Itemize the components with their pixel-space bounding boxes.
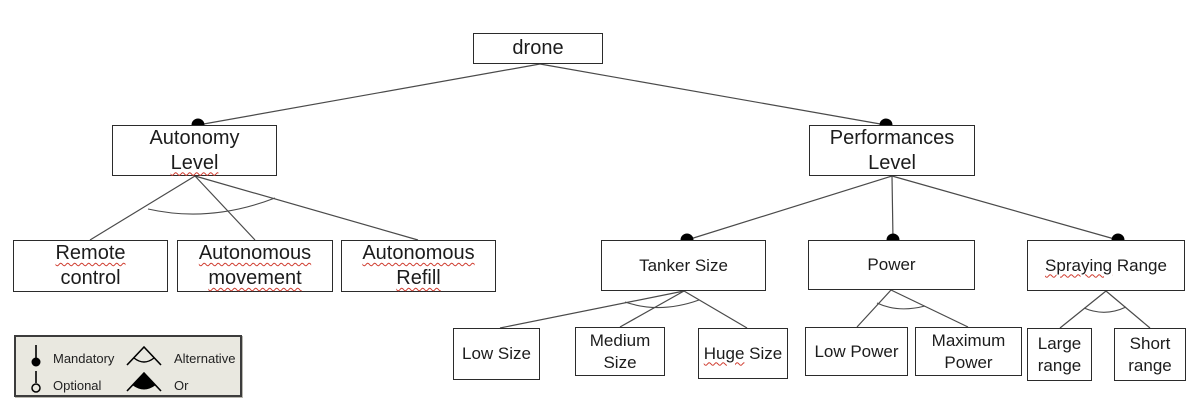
edge-tanker-mediumsize [619,290,685,328]
edge-drone-performances [539,63,887,126]
feature-label-line2: Refill [396,267,441,289]
edge-power-lowpower [856,289,892,328]
feature-label-line1: Medium [589,330,651,350]
legend-box: Mandatory Optional Alternative Or [14,335,242,397]
legend-mandatory-label: Mandatory [53,351,115,366]
feature-label-line1: Large [1037,333,1082,353]
alternative-arc-tanker [624,299,700,309]
feature-label-line2: range [1037,355,1082,375]
alternative-arc-spraying [1083,306,1127,313]
optional-icon [31,371,41,393]
feature-label: Low Power [814,341,899,361]
edge-spraying-largerange [1059,290,1107,329]
legend-optional-label: Optional [53,378,102,393]
feature-node-low-power: Low Power [805,327,908,376]
feature-label-word2: Size [744,343,783,363]
edge-performances-tanker [686,175,893,241]
feature-node-medium-size: Medium Size [575,327,665,376]
feature-label-word2: Range [1112,255,1167,275]
or-icon [126,371,162,392]
edge-drone-autonomy [197,63,541,126]
feature-label-line2: Level [170,151,219,174]
feature-label: Low Size [462,344,531,363]
feature-label: Power [867,255,916,274]
feature-label-line1: Performances [829,126,955,149]
alternative-icon [126,345,162,366]
feature-label-line2: movement [208,267,302,289]
feature-label-line2: control [60,267,121,289]
edge-autonomy-refill [194,175,419,241]
feature-label-line2: Size [603,352,637,372]
feature-node-autonomous-movement: Autonomous movement [177,240,333,292]
edge-autonomy-remote [89,175,196,241]
mandatory-icon [31,345,41,367]
edge-spraying-shortrange [1105,290,1151,329]
feature-node-autonomy-level: Autonomy Level [112,125,277,176]
feature-node-power: Power [808,240,975,290]
feature-node-remote-control: Remote control [13,240,168,292]
feature-label-line2: Power [944,352,993,372]
feature-node-maximum-power: Maximum Power [915,327,1022,376]
feature-node-autonomous-refill: Autonomous Refill [341,240,496,292]
feature-node-short-range: Short range [1114,328,1186,381]
edge-autonomy-movement [194,175,256,241]
feature-label-line1: Remote [55,242,126,264]
feature-label-line2: range [1128,355,1172,375]
alternative-arc-power [876,302,926,310]
legend-alternative-label: Alternative [174,351,236,366]
feature-label-word1: Huge [703,343,745,363]
feature-label-line2: Level [868,151,916,174]
tree-edges [89,63,1151,329]
edge-performances-power [891,175,894,241]
alternative-group-arcs [147,197,1127,313]
feature-label: Tanker Size [639,255,728,275]
feature-label-line1: Short [1129,333,1171,353]
edge-performances-spraying [891,175,1119,241]
feature-label-line1: Autonomous [198,242,312,264]
feature-label-line1: Autonomy [149,126,240,149]
feature-label-line1: Autonomous [362,242,475,264]
feature-node-tanker-size: Tanker Size [601,240,766,291]
feature-label-line1: Maximum [931,330,1006,350]
edge-tanker-hugesize [683,290,748,329]
feature-node-huge-size: Huge Size [698,328,788,379]
legend-or-label: Or [174,378,189,393]
feature-node-drone: drone [473,33,603,64]
feature-label: drone [512,37,564,59]
feature-node-performances-level: Performances Level [809,125,975,176]
feature-node-low-size: Low Size [453,328,540,380]
mandatory-dots [191,118,1125,247]
feature-node-large-range: Large range [1027,328,1092,381]
edge-tanker-lowsize [499,290,685,329]
edge-power-maximumpower [890,289,969,328]
feature-node-spraying-range: Spraying Range [1027,240,1185,291]
feature-label-word1: Spraying [1045,255,1113,275]
alternative-arc-autonomy [147,197,276,215]
